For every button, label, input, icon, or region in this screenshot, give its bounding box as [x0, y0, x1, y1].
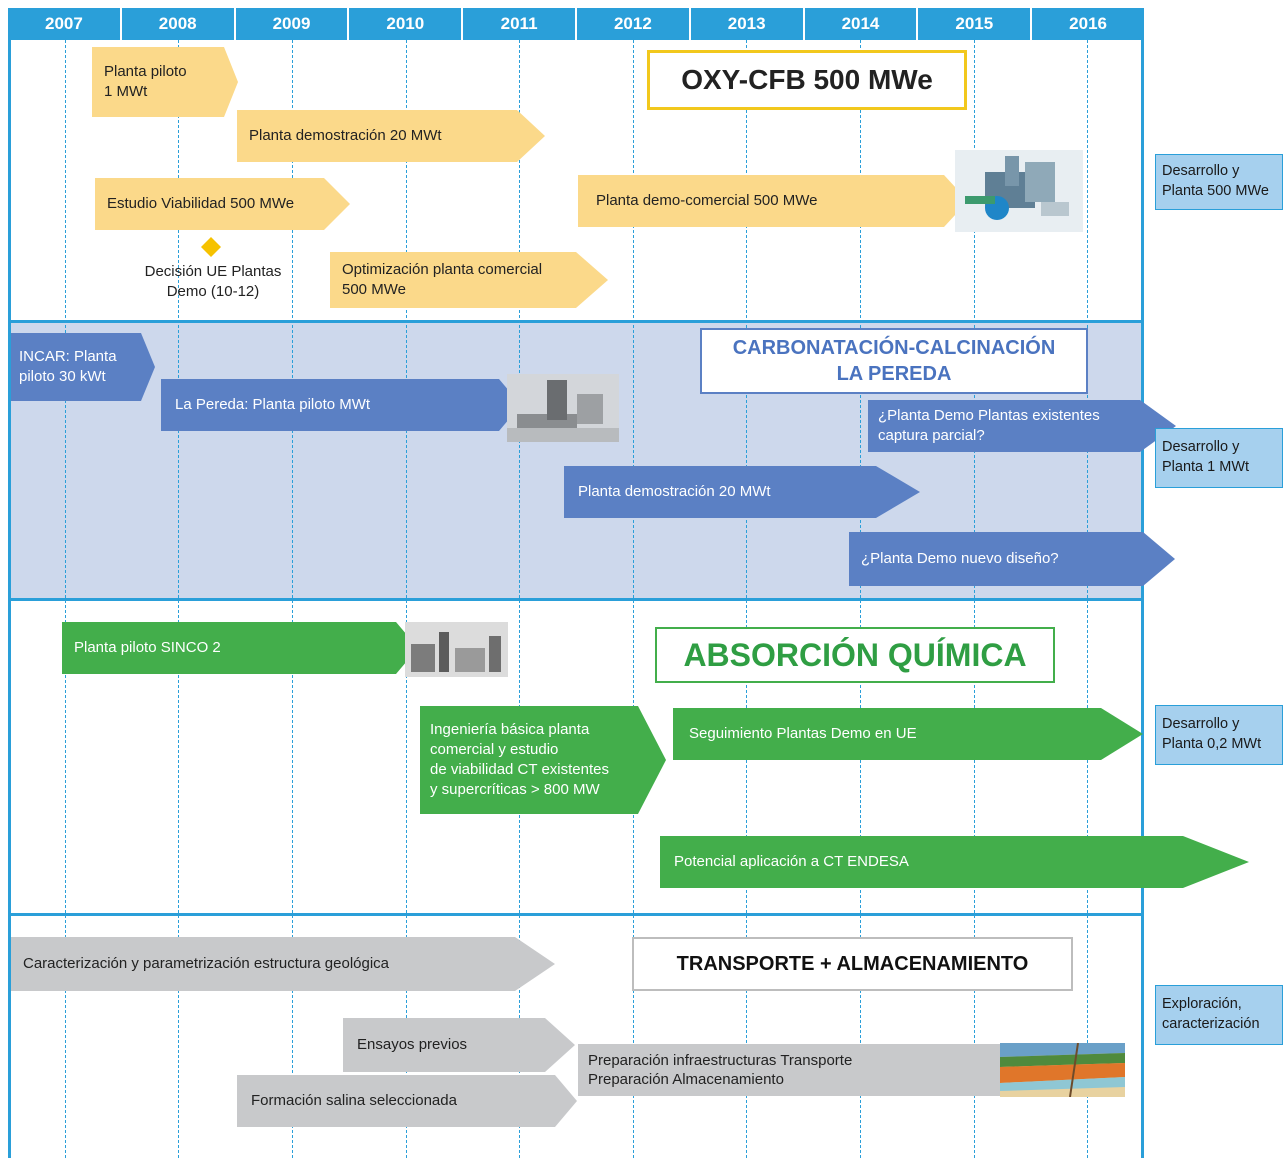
bar-ingenieria-basica: Ingeniería básica planta comercial y est…	[420, 706, 666, 814]
year-label-2010: 2010	[347, 8, 461, 40]
year-gridline	[519, 40, 521, 1158]
bar-planta-demo-comercial: Planta demo-comercial 500 MWe	[578, 175, 968, 227]
bar-preparacion-infraestructuras: Preparación infraestructuras Transporte …	[578, 1044, 1028, 1096]
bar-planta-demo-existentes: ¿Planta Demo Plantas existentes captura …	[868, 400, 1176, 452]
year-label-2014: 2014	[802, 8, 917, 40]
milestone-diamond-icon	[201, 237, 221, 257]
section-title-transporte: TRANSPORTE + ALMACENAMIENTO	[632, 937, 1073, 991]
bar-estudio-viabilidad: Estudio Viabilidad 500 MWe	[95, 178, 350, 230]
bar-planta-demostracion-20mwt: Planta demostración 20 MWt	[564, 466, 920, 518]
section-title-oxy: OXY-CFB 500 MWe	[647, 50, 967, 110]
bar-formacion-salina: Formación salina seleccionada	[237, 1075, 577, 1127]
bar-potencial-aplicacion: Potencial aplicación a CT ENDESA	[660, 836, 1249, 888]
la-pereda-plant-image	[507, 374, 619, 442]
year-label-2011: 2011	[461, 8, 575, 40]
side-label-absorcion: Desarrollo y Planta 0,2 MWt	[1155, 705, 1283, 765]
year-gridline	[64, 40, 66, 1158]
bar-caracterizacion-estructura: Caracterización y parametrización estruc…	[11, 937, 555, 991]
bar-planta-demostracion-20mwt: Planta demostración 20 MWt	[237, 110, 545, 162]
year-gridline	[860, 40, 861, 1158]
year-label-2013: 2013	[688, 8, 803, 40]
bar-planta-piloto-sinco2: Planta piloto SINCO 2	[62, 622, 418, 674]
section-title-carbonatacion: CARBONATACIÓN-CALCINACIÓN LA PEREDA	[700, 328, 1088, 394]
section-divider	[8, 913, 1144, 916]
plant-500mwe-image	[955, 150, 1083, 232]
bar-incar-planta-piloto: INCAR: Planta piloto 30 kWt	[11, 333, 155, 401]
year-gridline	[405, 40, 407, 1158]
bar-planta-demo-nuevo-diseno: ¿Planta Demo nuevo diseño?	[849, 532, 1175, 586]
side-label-transporte: Exploración, caracterización	[1155, 985, 1283, 1045]
year-gridline	[632, 40, 634, 1158]
bar-planta-piloto-1mwt: Planta piloto 1 MWt	[92, 47, 238, 117]
year-label-2008: 2008	[119, 8, 234, 40]
year-label-2015: 2015	[916, 8, 1030, 40]
year-label-2007: 2007	[44, 14, 83, 33]
section-divider	[8, 598, 1144, 601]
year-label-2009: 2009	[233, 8, 348, 40]
section-title-absorcion: ABSORCIÓN QUÍMICA	[655, 627, 1055, 683]
bar-la-pereda-planta-piloto: La Pereda: Planta piloto MWt	[161, 379, 521, 431]
section-divider	[8, 320, 1144, 323]
year-gridline	[292, 40, 293, 1158]
geological-cross-section-image	[1000, 1043, 1125, 1097]
bar-seguimiento-plantas-demo: Seguimiento Plantas Demo en UE	[673, 708, 1143, 760]
year-label-2016: 2016	[1030, 8, 1144, 40]
side-label-oxy: Desarrollo y Planta 500 MWe	[1155, 154, 1283, 210]
year-gridline	[746, 40, 748, 1158]
milestone-label: Decisión UE Plantas Demo (10-12)	[144, 263, 282, 301]
year-label-2012: 2012	[574, 8, 689, 40]
year-gridline	[973, 40, 975, 1158]
sinco2-plant-image	[405, 622, 508, 677]
year-gridline	[1087, 40, 1089, 1158]
bar-ensayos-previos: Ensayos previos	[343, 1018, 575, 1072]
year-gridline	[178, 40, 180, 1158]
bar-optimizacion-planta-comercial: Optimización planta comercial 500 MWe	[330, 252, 608, 308]
side-label-carbonatacion: Desarrollo y Planta 1 MWt	[1155, 428, 1283, 488]
